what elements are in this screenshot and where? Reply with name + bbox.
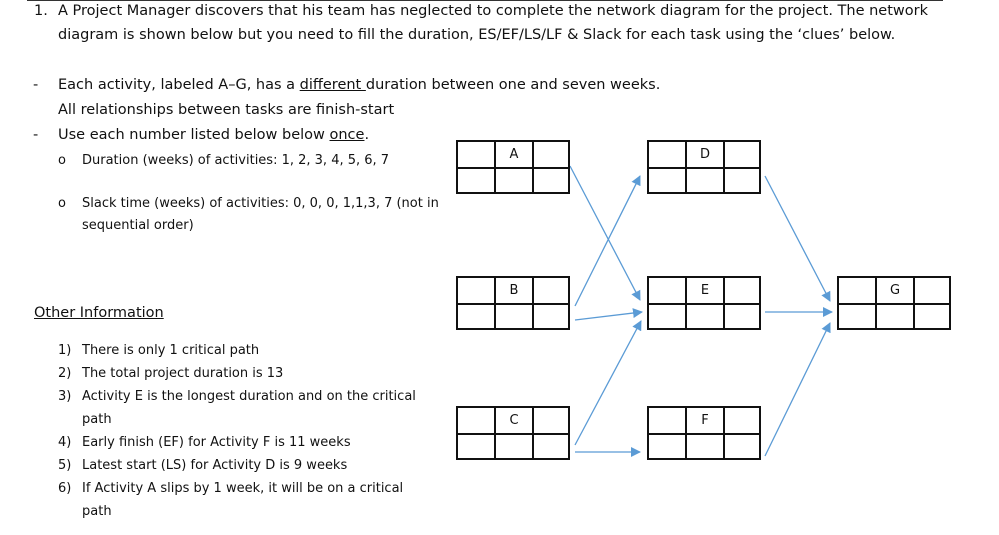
arrow-c-e [574,320,642,446]
other-item-5-num: 5) [58,458,72,473]
activity-e-label: E [700,283,710,298]
duration-list: Duration (weeks) of activities: 1, 2, 3,… [82,153,390,168]
clue-2-underlined: once [329,127,365,143]
clue-2-post: . [364,127,370,143]
other-item-3-num: 3) [58,389,72,404]
arrow-d-g [764,175,831,302]
other-item-6: If Activity A slips by 1 week, it will b… [82,481,404,496]
clue-1-underlined: different [299,77,366,93]
other-item-6-cont: path [82,504,112,519]
activity-a-label: A [509,147,519,162]
arrow-b-d [574,175,641,307]
activity-c-label: C [509,413,519,428]
other-item-3: Activity E is the longest duration and o… [82,389,416,404]
other-item-4-num: 4) [58,435,72,450]
activity-node-f: F [647,406,761,460]
arrow-f-g [764,322,831,457]
clue-dash-2: - [33,127,39,143]
other-item-2: The total project duration is 13 [82,366,284,381]
bullet-1: o [58,153,66,168]
other-item-1-num: 1) [58,343,72,358]
bullet-2: o [58,196,66,211]
other-item-4: Early finish (EF) for Activity F is 11 w… [82,435,351,450]
activity-d-label: D [699,147,710,162]
clue-2: Use each number listed below below once. [58,127,369,143]
slack-list-line-1: Slack time (weeks) of activities: 0, 0, … [82,196,439,211]
other-item-2-num: 2) [58,366,72,381]
activity-f-label: F [701,413,709,428]
activity-node-b: B [456,276,570,330]
arrow-b-e [574,308,643,321]
other-item-5: Latest start (LS) for Activity D is 9 we… [82,458,348,473]
clue-2-pre: Use each number listed below below [58,127,330,143]
activity-node-c: C [456,406,570,460]
activity-node-e: E [647,276,761,330]
other-info-heading: Other Information [34,305,164,321]
question-line-2: diagram is shown below but you need to f… [58,27,896,43]
clue-1: Each activity, labeled A–G, has a differ… [58,77,660,93]
slack-list-line-2: sequential order) [82,218,194,233]
clue-1-pre: Each activity, labeled A–G, has a [58,77,300,93]
question-line-1: A Project Manager discovers that his tea… [58,3,928,19]
clue-dash-1: - [33,77,39,93]
clue-1-post: duration between one and seven weeks. [365,77,661,93]
activity-node-d: D [647,140,761,194]
arrow-a-e [569,165,641,301]
other-item-6-num: 6) [58,481,72,496]
question-number: 1. [34,3,48,19]
clue-1-line-2: All relationships between tasks are fini… [58,102,395,118]
other-item-1: There is only 1 critical path [82,343,260,358]
top-rule [27,0,943,1]
activity-node-a: A [456,140,570,194]
activity-b-label: B [509,283,519,298]
activity-node-g: G [837,276,951,330]
other-item-3-cont: path [82,412,112,427]
activity-g-label: G [889,283,901,298]
